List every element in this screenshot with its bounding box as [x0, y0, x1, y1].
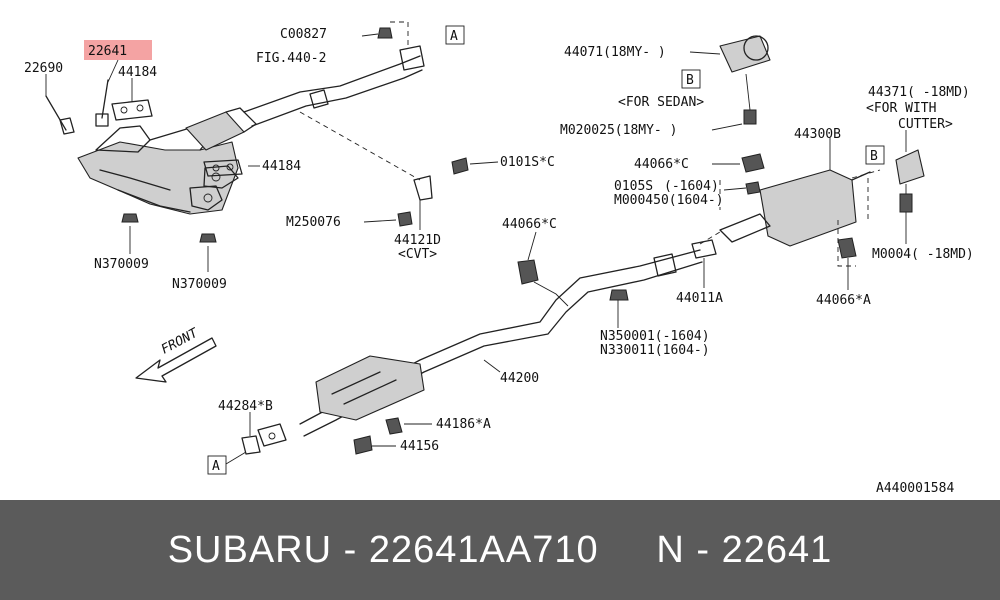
label-n370009-a: N370009 [94, 257, 149, 272]
stud-44156 [353, 435, 373, 455]
label-44066c-upper: 44066*C [634, 157, 689, 172]
label-m0004: M0004( -18MD) [872, 247, 974, 262]
label-m000450: M000450(1604-) [614, 193, 724, 208]
nut-n370009-b [199, 233, 217, 243]
caption-brand: SUBARU [167, 528, 333, 571]
label-44184-mid: 44184 [262, 159, 301, 174]
label-44121d: 44121D [394, 233, 441, 248]
label-n350001: N350001(-1604) [600, 329, 710, 344]
label-22641: 22641 [88, 44, 127, 59]
label-m020025: M020025(18MY- ) [560, 123, 677, 138]
nut-n370009-a [121, 213, 139, 223]
label-for-with: <FOR WITH [866, 101, 936, 116]
label-0105s-range: (-1604) [664, 179, 719, 194]
ref-box-b-sedan-label: B [686, 73, 694, 88]
ref-box-a-top [445, 25, 465, 45]
label-m250076: M250076 [286, 215, 341, 230]
label-44371: 44371( -18MD) [868, 85, 970, 100]
label-44200: 44200 [500, 371, 539, 386]
tail-cutter-44371 [895, 149, 925, 185]
label-0105s: 0105S [614, 179, 653, 194]
label-22690: 22690 [24, 61, 63, 76]
label-44156: 44156 [400, 439, 439, 454]
label-44066c-lower: 44066*C [502, 217, 557, 232]
front-catalytic-converter [185, 111, 245, 151]
caption-part-number: 22641AA710 [368, 528, 599, 571]
caption-ref: N - 22641 [656, 528, 833, 571]
label-44300b: 44300B [794, 127, 841, 142]
leader-lines [45, 33, 907, 465]
label-44184-top: 44184 [118, 65, 157, 80]
part-caption-bar: SUBARU - 22641AA710 N - 22641 [0, 500, 1000, 600]
label-c00827: C00827 [280, 27, 327, 42]
label-44066a: 44066*A [816, 293, 871, 308]
ref-box-b-sedan [681, 69, 701, 89]
ref-box-a-top-label: A [450, 29, 458, 44]
exhaust-parts-diagram: FRONT A A B B 22641 22690 44184 C00827 F… [24, 21, 974, 496]
label-44284b: 44284*B [218, 399, 273, 414]
hanger-44066c-lower [517, 259, 539, 285]
caption-separator: - [332, 528, 369, 571]
ref-box-b-muffler-label: B [870, 149, 878, 164]
bracket-44121d [413, 175, 433, 201]
ref-box-b-muffler [865, 145, 885, 165]
label-44011a: 44011A [676, 291, 723, 306]
label-0101s-c: 0101S*C [500, 155, 555, 170]
muffler-44300b [759, 169, 857, 247]
label-cvt: <CVT> [398, 247, 437, 262]
sensor-22690 [45, 95, 67, 131]
caption-gap [599, 529, 657, 572]
label-for-sedan: <FOR SEDAN> [618, 95, 704, 110]
part-labels: 22641 22690 44184 C00827 FIG.440-2 44184… [24, 27, 974, 496]
bolt-c00827 [377, 27, 393, 39]
gasket-44184-mid [203, 159, 243, 177]
label-front: FRONT [159, 325, 202, 357]
gasket-44184-top [111, 99, 153, 121]
bolt-44186a [385, 417, 403, 435]
label-fig-440-2: FIG.440-2 [256, 51, 326, 66]
diagram-ref-code: A440001584 [876, 481, 954, 496]
nut-n350001 [609, 289, 629, 301]
label-44071: 44071(18MY- ) [564, 45, 666, 60]
ref-box-a-bottom [207, 455, 227, 475]
gasket-44284b [241, 435, 261, 455]
rear-catalytic-converter [315, 355, 425, 421]
ref-box-a-bottom-label: A [212, 459, 220, 474]
sensor-22641 [101, 79, 109, 119]
front-direction-indicator: FRONT [135, 325, 217, 383]
label-cutter: CUTTER> [898, 117, 953, 132]
gasket-44011a [691, 239, 717, 259]
hanger-44066a [837, 237, 857, 259]
part-highlight [84, 40, 152, 60]
label-n370009-b: N370009 [172, 277, 227, 292]
label-44186a: 44186*A [436, 417, 491, 432]
label-n330011: N330011(1604-) [600, 343, 710, 358]
front-pipe-upper [243, 55, 421, 113]
hanger-44066c-upper [741, 153, 765, 173]
